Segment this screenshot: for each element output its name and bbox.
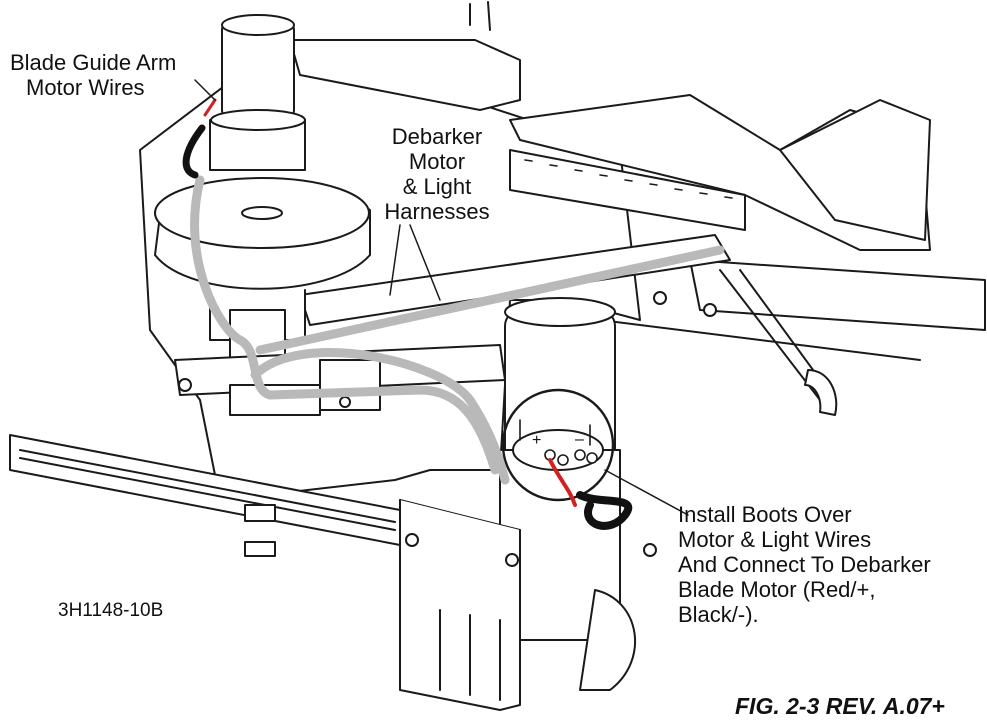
handle-hook xyxy=(804,369,838,416)
callout-line: Motor xyxy=(408,149,466,174)
part-number: 3H1148-10B xyxy=(58,600,164,621)
callout-circle xyxy=(501,388,615,502)
blade-guide-wires xyxy=(182,124,206,179)
blade-guide-motor xyxy=(209,14,306,171)
callout-line: Blade Guide Arm xyxy=(10,50,177,75)
callout-line: Motor Wires xyxy=(26,75,145,100)
callout-install-boots: Install Boots Over Motor & Light Wires A… xyxy=(678,502,931,627)
bracket-slots xyxy=(439,609,501,701)
callout-line: Blade Motor (Red/+, xyxy=(678,577,876,602)
callout-debarker-harnesses: Debarker Motor & Light Harnesses xyxy=(362,124,512,224)
bolt xyxy=(643,543,657,557)
blade-guide-red-wire xyxy=(203,98,217,117)
callout-line: Install Boots Over xyxy=(678,502,852,527)
upper-frame-beam xyxy=(289,39,521,111)
terminals xyxy=(519,419,598,466)
debarker-black-wires xyxy=(576,491,632,530)
track-slots xyxy=(524,159,733,199)
right-upright xyxy=(689,259,986,331)
rail-block xyxy=(244,504,276,522)
callout-blade-guide-arm: Blade Guide Arm Motor Wires xyxy=(10,50,176,100)
callout-line: & Light xyxy=(402,174,472,199)
cross-bar xyxy=(299,234,731,326)
bolt xyxy=(703,303,717,317)
bracket-plate-lower xyxy=(399,499,521,711)
rail-block xyxy=(244,541,276,557)
callout-line: Motor & Light Wires xyxy=(678,527,872,552)
callout-line: Harnesses xyxy=(384,199,490,224)
callout-line: Debarker xyxy=(391,124,483,149)
bolt xyxy=(653,291,667,305)
callout-line: Black/-). xyxy=(678,602,759,627)
bolt xyxy=(178,378,192,392)
figure-caption: FIG. 2-3 REV. A.07+ xyxy=(735,693,945,719)
terminal-minus-mark: – xyxy=(575,431,584,448)
guide-housing xyxy=(154,177,371,381)
bolt xyxy=(339,396,351,408)
terminal-plus-mark: + xyxy=(532,432,542,449)
bolt xyxy=(405,533,419,547)
bolt xyxy=(505,553,519,567)
slotted-track xyxy=(509,149,746,231)
callout-line: And Connect To Debarker xyxy=(678,552,931,577)
leader-lines xyxy=(194,79,689,516)
right-frame-plate xyxy=(779,99,931,241)
harness-routing xyxy=(190,175,725,485)
frame-rail-top xyxy=(469,1,491,31)
slide-rail-inner xyxy=(19,449,396,531)
debarker-red-wire xyxy=(548,458,577,507)
